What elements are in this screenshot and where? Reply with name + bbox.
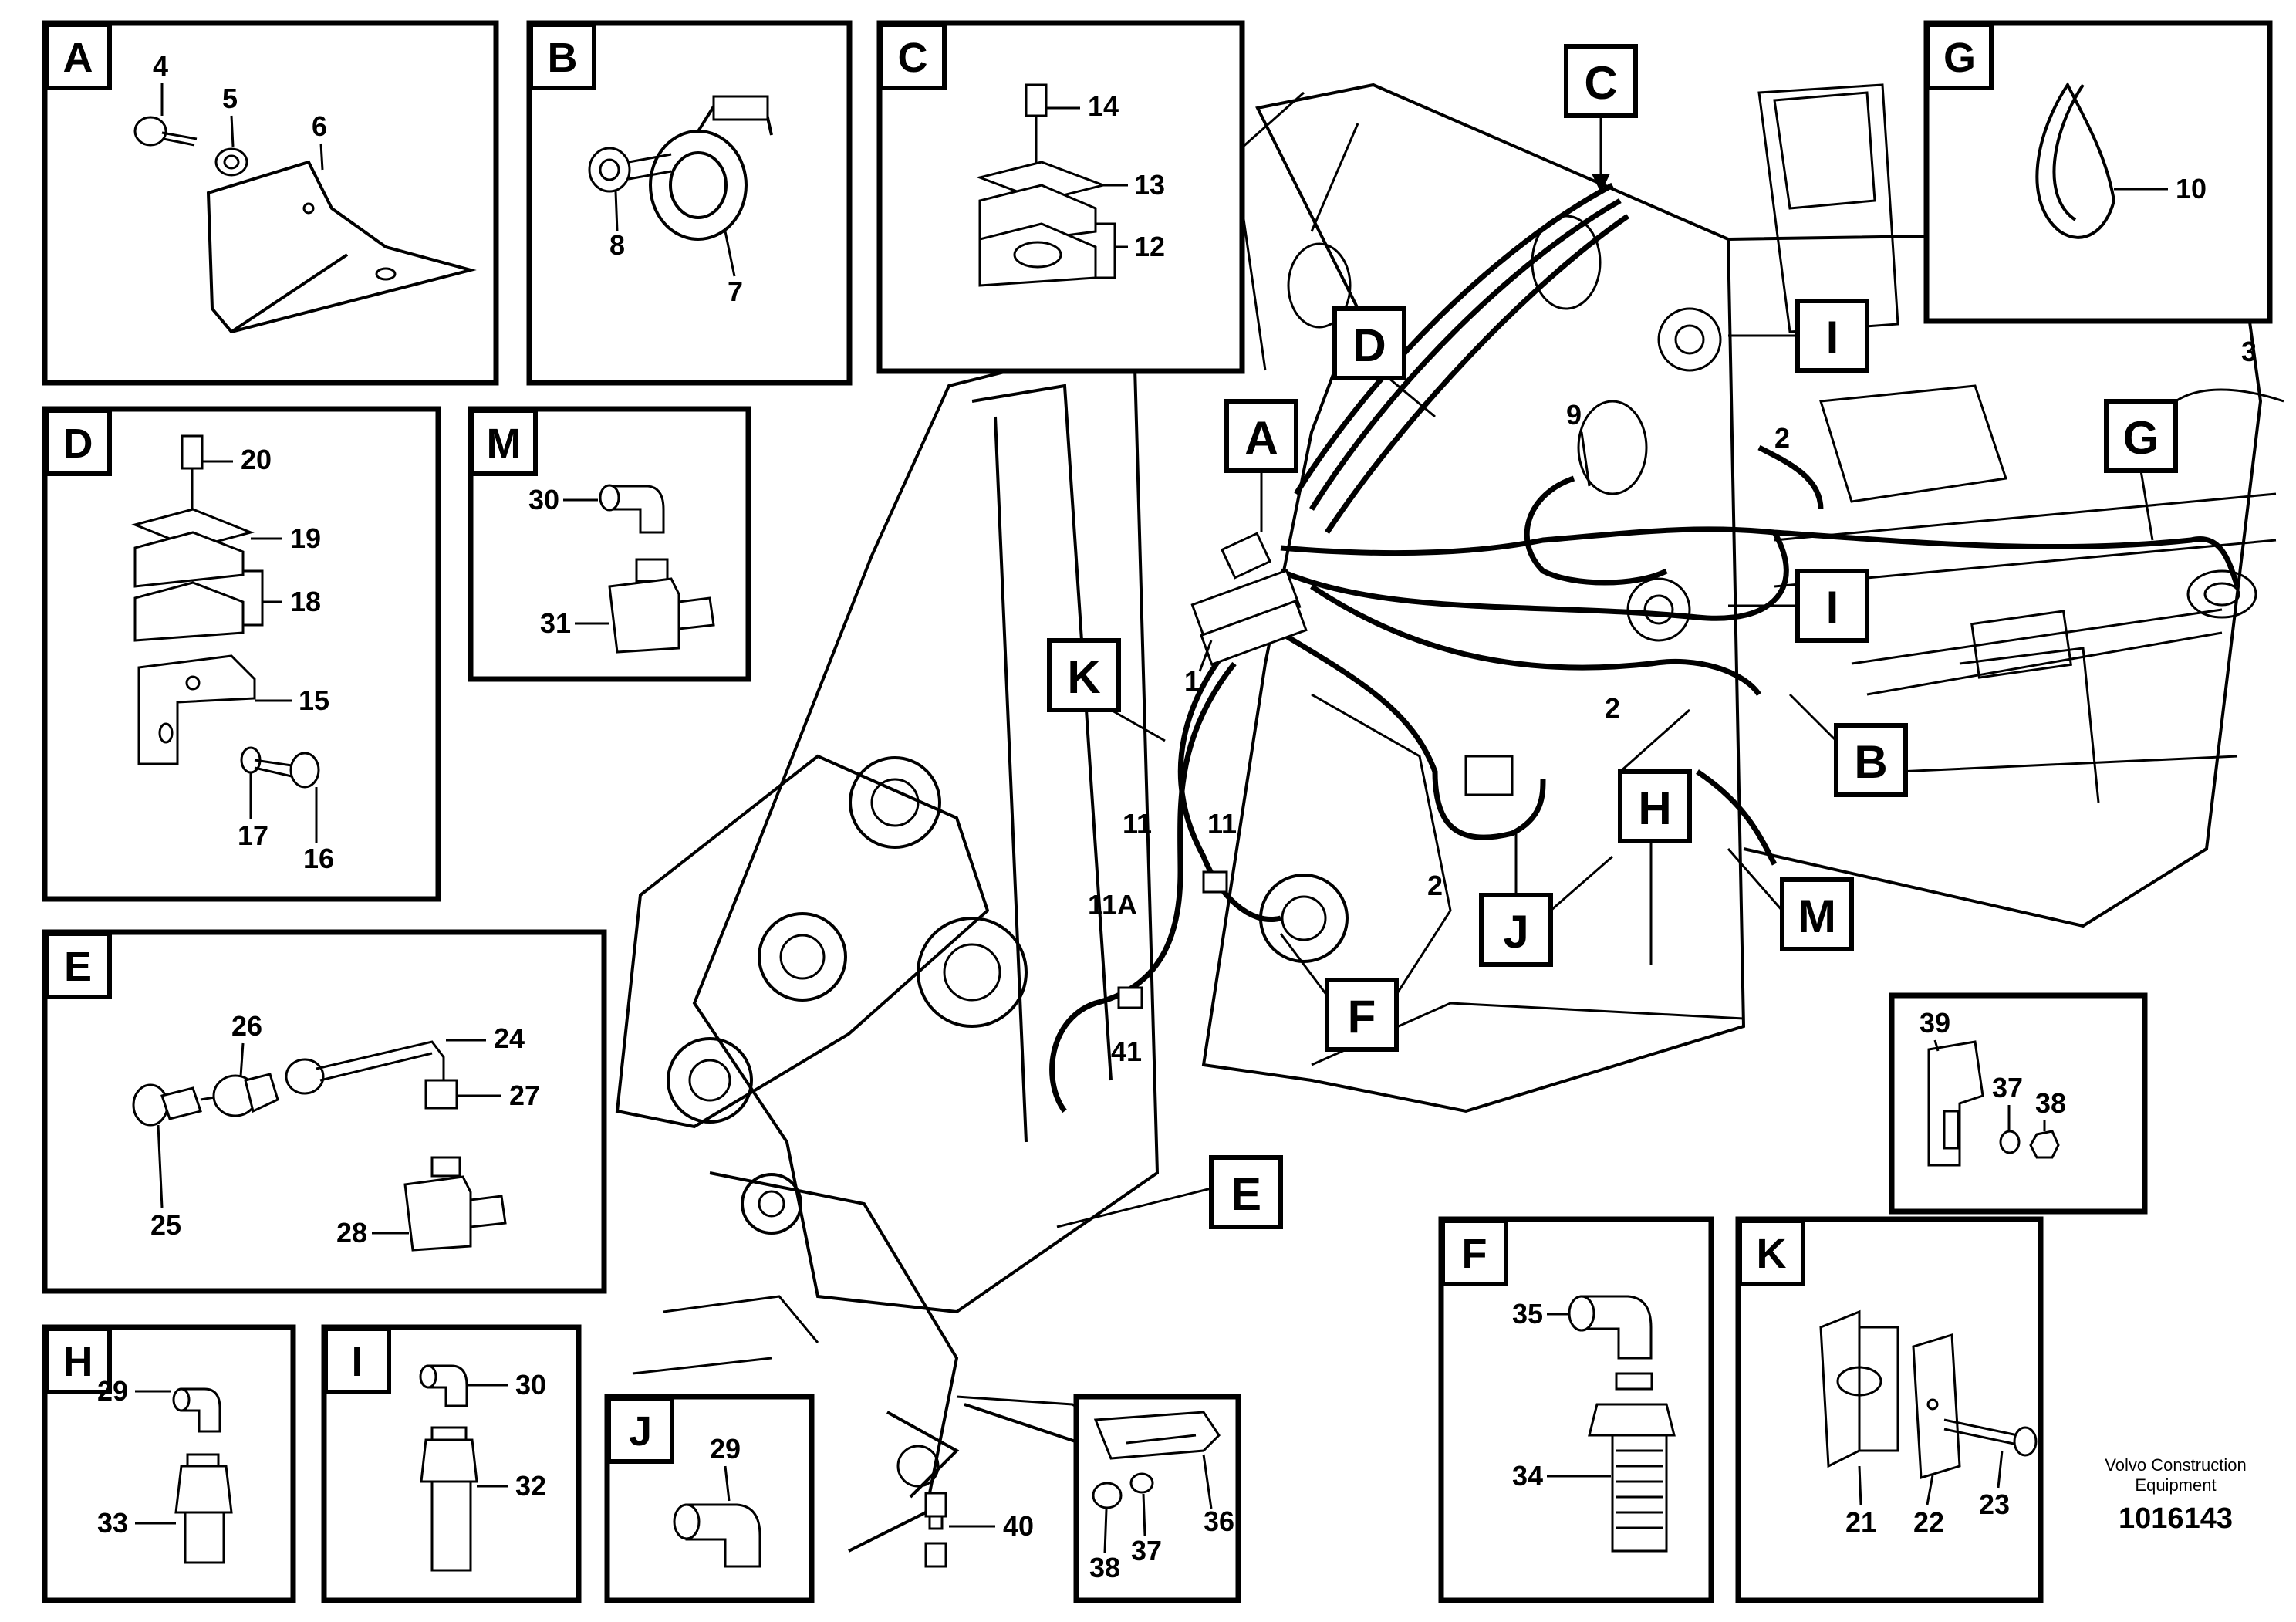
inset-e-letter: E <box>64 944 92 990</box>
part-24-label: 24 <box>494 1022 525 1054</box>
part-2-label-top: 2 <box>1774 422 1790 454</box>
part-28-label: 28 <box>336 1217 367 1249</box>
part-15-label: 15 <box>299 684 329 716</box>
inset-m-letter: M <box>487 421 522 467</box>
inset-c: C 14 13 12 <box>876 20 1245 374</box>
inset-g: G 10 <box>1923 20 2273 324</box>
part-21-label: 21 <box>1845 1506 1876 1538</box>
part-26-label: 26 <box>231 1010 262 1042</box>
main-callouts: C D I A G I K B H M J F <box>956 44 2178 1445</box>
part-1-label: 1 <box>1184 665 1200 697</box>
inset-b: B 8 7 <box>526 20 853 386</box>
part-12-label: 12 <box>1134 231 1165 262</box>
callout-f-main: F <box>1348 991 1376 1042</box>
callout-d-main: D <box>1352 319 1386 371</box>
part-36-label: 36 <box>1204 1505 1234 1537</box>
part-30-label-i: 30 <box>515 1369 546 1401</box>
part-22-label: 22 <box>1913 1506 1944 1538</box>
machine-drawing <box>615 83 2277 1568</box>
inset-k: K 21 22 23 <box>1735 1216 2044 1603</box>
part-5-label: 5 <box>222 83 238 114</box>
caption-line-2: Equipment <box>2135 1475 2216 1495</box>
part-20-label: 20 <box>241 444 272 475</box>
part-16-label: 16 <box>303 843 334 874</box>
part-41-label: 41 <box>1111 1036 1142 1067</box>
callout-a-main: A <box>1244 412 1278 464</box>
part-35-label: 35 <box>1512 1298 1543 1330</box>
callout-c-main: C <box>1584 57 1617 109</box>
callout-h-main: H <box>1638 782 1671 834</box>
part-9-label: 9 <box>1566 399 1582 431</box>
callout-j-main: J <box>1503 906 1528 958</box>
part-23-label: 23 <box>1979 1489 2010 1520</box>
inset-e: E 26 24 27 25 28 <box>42 929 607 1294</box>
main-part-numbers: 3 2 9 2 2 1 11 11 11A 41 <box>1088 336 2284 1067</box>
inset-a-letter: A <box>63 35 93 81</box>
inset-d: D 20 19 18 15 17 16 <box>42 406 441 902</box>
source-caption: Volvo Construction Equipment 1016143 <box>2105 1455 2246 1535</box>
part-11a-label: 11A <box>1088 889 1137 921</box>
part-14-label: 14 <box>1088 90 1119 122</box>
part-3-label: 3 <box>2241 336 2257 367</box>
part-38-label-b: 38 <box>2035 1087 2066 1119</box>
part-11-label-left: 11 <box>1123 808 1152 840</box>
part-38-label-a: 38 <box>1089 1552 1120 1583</box>
part-32-label: 32 <box>515 1470 546 1502</box>
inset-c-letter: C <box>898 35 928 81</box>
callout-k-main: K <box>1067 651 1100 703</box>
inset-i-letter: I <box>351 1339 363 1385</box>
callout-m-main: M <box>1798 890 1836 942</box>
inset-k-letter: K <box>1757 1231 1787 1277</box>
part-4-label: 4 <box>153 50 168 82</box>
part-37-label-a: 37 <box>1131 1535 1162 1566</box>
inset-b-letter: B <box>548 35 578 81</box>
part-10-label: 10 <box>2176 173 2207 204</box>
callout-i-main-bottom: I <box>1826 582 1839 634</box>
part-39-label: 39 <box>1920 1007 1950 1039</box>
inset-h-letter: H <box>63 1339 93 1385</box>
inset-f-letter: F <box>1462 1231 1487 1277</box>
callout-b-main: B <box>1854 736 1887 788</box>
part-7-label: 7 <box>728 275 743 307</box>
part-34-label: 34 <box>1512 1460 1543 1492</box>
inset-bracket-36: 36 38 37 <box>1073 1394 1241 1603</box>
inset-h: H 29 33 <box>42 1324 296 1603</box>
inset-a: A 4 5 6 <box>42 20 499 386</box>
part-37-label-b: 37 <box>1992 1072 2023 1103</box>
callout-i-main-top: I <box>1826 312 1839 363</box>
inset-m: M 30 31 <box>468 406 751 682</box>
part-30-label-m: 30 <box>528 484 559 515</box>
callout-g-main: G <box>2123 412 2159 464</box>
part-2-label-low: 2 <box>1427 870 1443 901</box>
caption-line-1: Volvo Construction <box>2105 1455 2246 1475</box>
inset-39: 39 37 38 <box>1889 992 2148 1215</box>
part-11-label-right: 11 <box>1207 808 1237 840</box>
part-13-label: 13 <box>1134 169 1165 201</box>
inset-d-letter: D <box>63 421 93 467</box>
drawing-number: 1016143 <box>2119 1502 2233 1535</box>
part-29-label-j: 29 <box>710 1433 741 1465</box>
part-2-label-mid: 2 <box>1605 692 1620 724</box>
inset-i: I 30 32 <box>321 1324 582 1603</box>
inset-j: J 29 <box>604 1394 815 1603</box>
part-18-label: 18 <box>290 586 321 617</box>
part-17-label: 17 <box>238 819 268 851</box>
part-33-label: 33 <box>97 1507 128 1539</box>
part-31-label: 31 <box>540 607 571 639</box>
part-40-fitting: 40 <box>924 1492 1034 1542</box>
part-25-label: 25 <box>150 1209 181 1241</box>
callout-e-main: E <box>1231 1168 1261 1220</box>
part-6-label: 6 <box>312 110 327 142</box>
part-19-label: 19 <box>290 522 321 554</box>
part-27-label: 27 <box>509 1080 540 1111</box>
inset-j-letter: J <box>629 1408 652 1455</box>
part-8-label: 8 <box>609 229 625 261</box>
inset-f: F 35 34 <box>1438 1216 1714 1603</box>
part-40-label: 40 <box>1003 1510 1034 1542</box>
part-29-label-h: 29 <box>97 1375 128 1407</box>
inset-g-letter: G <box>1943 35 1976 81</box>
